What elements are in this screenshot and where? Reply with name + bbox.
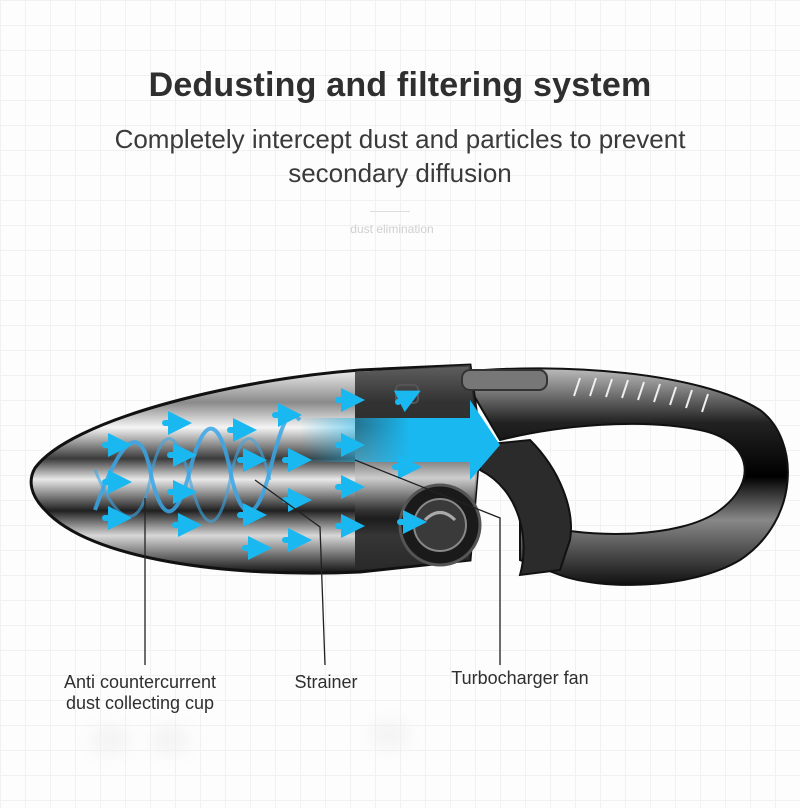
callout-strainer: Strainer — [294, 672, 358, 692]
page-subtitle: Completely intercept dust and particles … — [0, 122, 800, 190]
main-airflow-arrow — [300, 400, 500, 480]
shadow-blob — [90, 725, 130, 755]
handle-brace — [479, 438, 572, 577]
airflow-arrows — [102, 388, 427, 560]
vacuum-illustration — [29, 363, 789, 666]
shadow-blob — [150, 725, 190, 755]
subtitle-line-1: Completely intercept dust and particles … — [114, 124, 686, 154]
shadow-blob — [370, 720, 410, 750]
leader-lines — [144, 459, 501, 666]
faint-caption: dust elimination — [350, 222, 434, 236]
callout-turbo-fan: Turbocharger fan — [451, 668, 589, 688]
callout-dust-cup-line-1: Anti countercurrent — [63, 672, 217, 692]
release-slider — [461, 369, 548, 391]
page-title: Dedusting and filtering system — [148, 66, 652, 104]
subtitle-line-2: secondary diffusion — [288, 158, 512, 188]
callout-dust-cup-line-2: dust collecting cup — [65, 693, 215, 713]
cyclone-spiral — [93, 413, 302, 514]
callout-dust-cup: Anti countercurrent dust collecting cup — [40, 672, 240, 714]
divider — [370, 211, 410, 212]
